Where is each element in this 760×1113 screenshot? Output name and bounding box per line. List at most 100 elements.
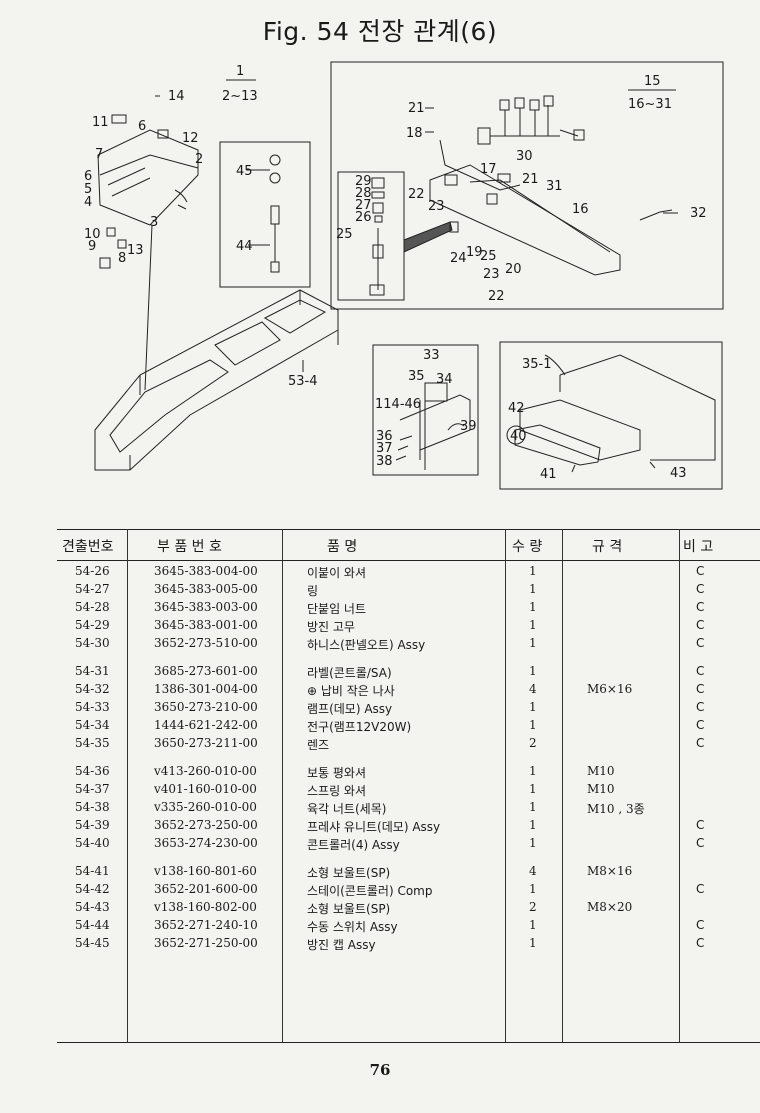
cell-part-name: 콘트롤러(4) Assy xyxy=(307,838,400,852)
cell-quantity: 1 xyxy=(529,782,537,796)
cell-quantity: 1 xyxy=(529,818,537,832)
callout-21b: 21 xyxy=(522,172,539,187)
control-box-drawing xyxy=(97,95,199,391)
cell-part-name: 수동 스위치 Assy xyxy=(307,920,398,934)
cell-quantity: 1 xyxy=(529,582,537,596)
callout-18: 18 xyxy=(406,126,423,141)
cell-quantity: 1 xyxy=(529,764,537,778)
cell-index: 54-45 xyxy=(75,936,110,950)
callout-33: 33 xyxy=(423,348,440,363)
cell-part-number: 3650-273-211-00 xyxy=(154,736,258,750)
callout-53-4: 53-4 xyxy=(288,374,318,389)
cell-index: 54-27 xyxy=(75,582,110,596)
cell-index: 54-29 xyxy=(75,618,110,632)
cell-index: 54-30 xyxy=(75,636,110,650)
callout-44: 44 xyxy=(236,239,253,254)
cell-part-number: v413-260-010-00 xyxy=(154,764,257,778)
cell-part-name: 하니스(판넬오트) Assy xyxy=(307,638,426,652)
cell-quantity: 1 xyxy=(529,618,537,632)
cell-part-name: 육각 너트(세목) xyxy=(307,802,387,816)
callout-37: 37 xyxy=(376,441,393,456)
callout-2: 2 xyxy=(195,152,203,167)
pressure-unit-drawing xyxy=(395,382,471,470)
cell-remarks: C xyxy=(696,918,705,932)
callout-16: 16 xyxy=(572,202,589,217)
callout-6: 6 xyxy=(138,119,146,134)
callout-4: 4 xyxy=(84,195,92,210)
header-quantity: 수 량 xyxy=(512,539,543,555)
callout-25b: 25 xyxy=(480,249,497,264)
column-divider xyxy=(127,529,128,1043)
callout-27: 27 xyxy=(355,198,372,213)
header-index: 견출번호 xyxy=(62,539,114,555)
cell-index: 54-34 xyxy=(75,718,110,732)
callout-7: 7 xyxy=(95,147,103,162)
cell-part-name: 보통 평와셔 xyxy=(307,766,367,780)
harness-drawing xyxy=(369,95,673,296)
cell-remarks: C xyxy=(696,582,705,596)
callout-1: 1 xyxy=(236,64,244,79)
cell-part-name: 방진 고무 xyxy=(307,620,355,634)
callout-22b: 22 xyxy=(488,289,505,304)
cell-part-number: 3652-201-600-00 xyxy=(154,882,258,896)
cell-quantity: 1 xyxy=(529,936,537,950)
cell-quantity: 1 xyxy=(529,700,537,714)
callout-30: 30 xyxy=(516,149,533,164)
callout-3: 3 xyxy=(150,215,158,230)
cell-spec: M8×16 xyxy=(587,864,633,878)
cell-index: 54-33 xyxy=(75,700,110,714)
cell-remarks: C xyxy=(696,836,705,850)
cell-remarks: C xyxy=(696,618,705,632)
cell-index: 54-41 xyxy=(75,864,110,878)
cell-quantity: 2 xyxy=(529,900,537,914)
console-frame-drawing xyxy=(94,289,339,471)
cell-part-number: 3645-383-003-00 xyxy=(154,600,258,614)
table-header: 견출번호 부 품 번 호 품 명 수 량 규 격 비 고 xyxy=(57,529,760,561)
cell-part-name: 전구(램프12V20W) xyxy=(307,720,412,734)
cell-part-number: 3650-273-210-00 xyxy=(154,700,258,714)
cell-part-name: 방진 캡 Assy xyxy=(307,938,376,952)
callout-39: 39 xyxy=(460,419,477,434)
column-divider xyxy=(282,529,283,1043)
callout-14: 14 xyxy=(168,89,185,104)
controller-stay-drawing xyxy=(514,354,716,473)
cell-part-name: 스테이(콘트롤러) Comp xyxy=(307,884,433,898)
column-divider xyxy=(505,529,506,1043)
callout-36: 36 xyxy=(376,429,393,444)
callout-31: 31 xyxy=(546,179,563,194)
cell-part-number: 3652-271-250-00 xyxy=(154,936,258,950)
leader-lines xyxy=(226,79,678,372)
cell-part-name: 프레샤 유니트(데모) Assy xyxy=(307,820,441,834)
page-number: 76 xyxy=(369,1061,391,1079)
cell-part-number: 3653-274-230-00 xyxy=(154,836,258,850)
callout-35: 35 xyxy=(408,369,425,384)
callout-23: 23 xyxy=(428,199,445,214)
callout-28: 28 xyxy=(355,186,372,201)
cell-index: 54-35 xyxy=(75,736,110,750)
detail-box-controller xyxy=(499,341,723,490)
cell-index: 54-26 xyxy=(75,564,110,578)
cell-part-number: 3652-273-250-00 xyxy=(154,818,258,832)
cell-quantity: 4 xyxy=(529,864,537,878)
cell-quantity: 1 xyxy=(529,918,537,932)
cell-spec: M10 xyxy=(587,782,615,796)
callout-32: 32 xyxy=(690,206,707,221)
cell-quantity: 1 xyxy=(529,718,537,732)
callout-21: 21 xyxy=(408,101,425,116)
callout-13: 13 xyxy=(127,243,144,258)
cell-part-number: 3645-383-001-00 xyxy=(154,618,258,632)
callout-11: 11 xyxy=(92,115,109,130)
cell-quantity: 4 xyxy=(529,682,537,696)
callout-12: 12 xyxy=(182,131,199,146)
cell-remarks: C xyxy=(696,718,705,732)
callout-6b: 6 xyxy=(84,169,92,184)
